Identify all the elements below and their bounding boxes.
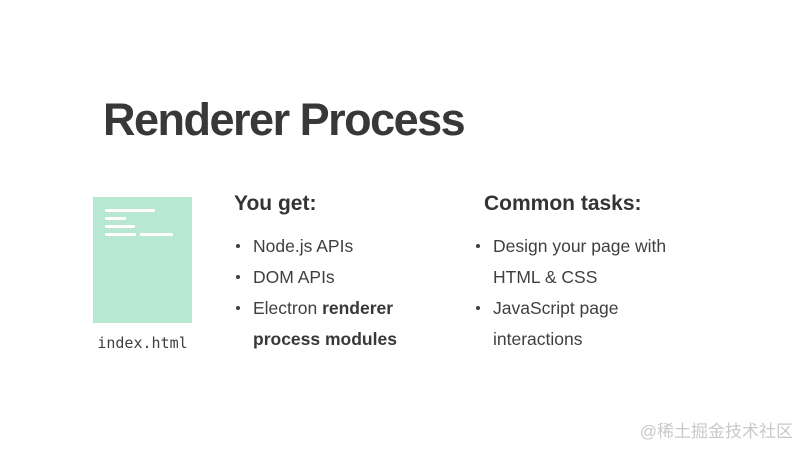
bullet-dot-icon (476, 244, 480, 248)
bullet-text: DOM APIs (253, 267, 335, 287)
bullet-item: Node.js APIs (234, 231, 420, 262)
column-heading: Common tasks: (484, 192, 642, 215)
bullet-dot-icon (236, 306, 240, 310)
bullet-item: Design your page with HTML & CSS (474, 231, 674, 293)
doc-text-line-icon (105, 233, 136, 236)
bullet-text: Node.js APIs (253, 236, 354, 256)
doc-text-line-icon (105, 225, 135, 228)
bullet-dot-icon (476, 306, 480, 310)
bullet-dot-icon (236, 275, 240, 279)
column-common-tasks: Common tasks: Design your page with HTML… (474, 189, 674, 355)
bullet-text: JavaScript page interactions (493, 298, 619, 349)
watermark: @稀土掘金技术社区 (639, 422, 793, 441)
slide-title: Renderer Process (103, 94, 466, 145)
column-heading: You get: (234, 192, 317, 215)
bullet-text: Design your page with HTML & CSS (493, 236, 667, 287)
document-icon (93, 197, 192, 323)
bullet-item: JavaScript page interactions (474, 293, 674, 355)
doc-text-line-icon (140, 233, 173, 236)
bullet-item: Electron renderer process modules (234, 293, 420, 355)
file-name-label: index.html (97, 334, 188, 352)
bullet-text: Electron renderer process modules (253, 298, 397, 349)
bullet-list: Design your page with HTML & CSS JavaScri… (474, 231, 674, 355)
doc-text-line-icon (105, 217, 126, 220)
bullet-item: DOM APIs (234, 262, 420, 293)
doc-text-line-icon (105, 209, 155, 212)
bullet-dot-icon (236, 244, 240, 248)
